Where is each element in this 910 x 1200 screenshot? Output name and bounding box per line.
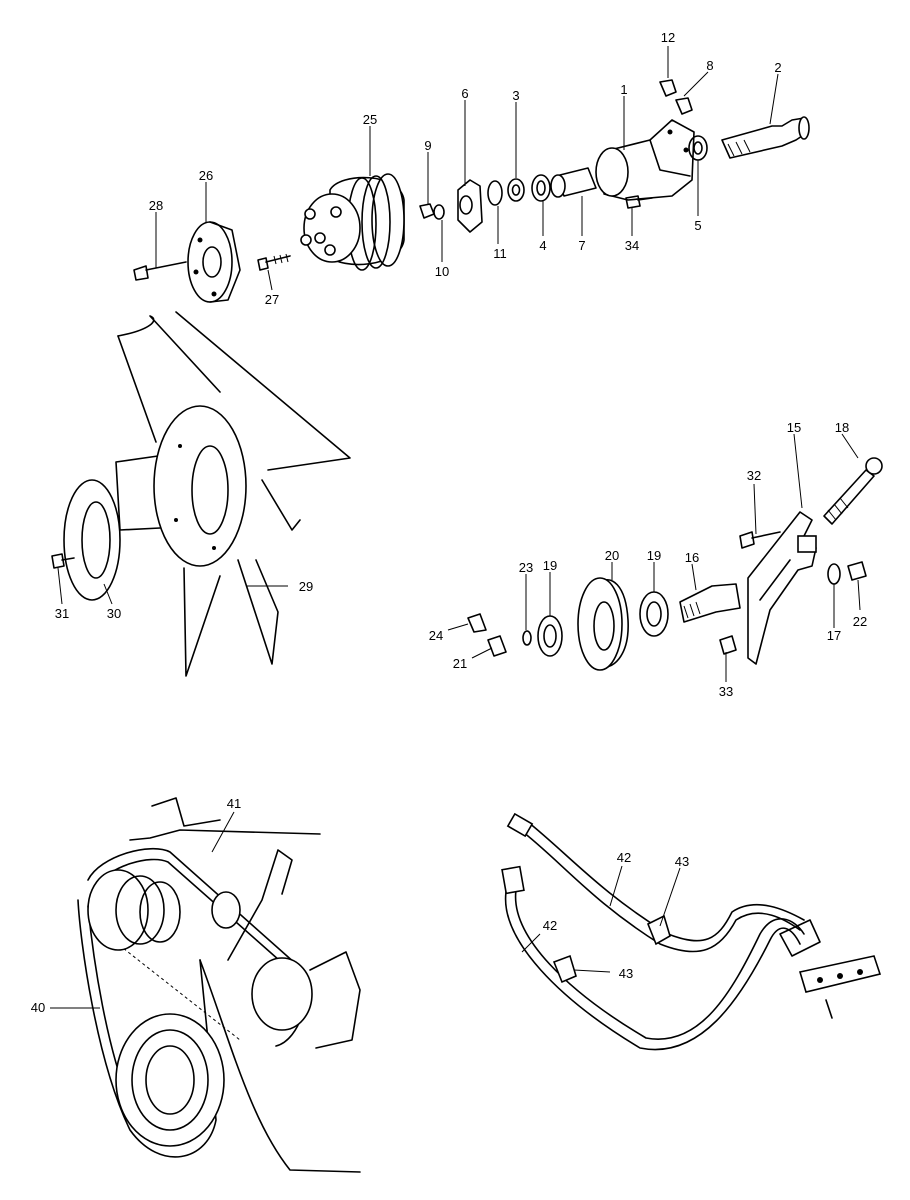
callout-34: 34 <box>625 238 639 253</box>
part-clamp-43a <box>646 914 671 946</box>
part-clamp-43b <box>552 954 577 984</box>
callout-10: 10 <box>435 264 449 279</box>
part-nut-9 <box>419 203 435 219</box>
water-pump-hub-assembly <box>133 79 810 303</box>
callout-29: 29 <box>299 579 313 594</box>
part-washer-23 <box>522 630 532 646</box>
belt-drive-assembly <box>77 797 361 1173</box>
callout-41: 41 <box>227 796 241 811</box>
callout-43b: 43 <box>619 966 633 981</box>
part-pulley-25 <box>300 173 405 271</box>
callout-2: 2 <box>774 60 781 75</box>
callout-18: 18 <box>835 420 849 435</box>
part-bearing-19b <box>639 591 669 637</box>
callout-3: 3 <box>512 88 519 103</box>
part-pin-33 <box>719 635 737 655</box>
callout-30: 30 <box>107 606 121 621</box>
part-nut-12 <box>659 79 677 97</box>
callout-4: 4 <box>539 238 546 253</box>
callout-33: 33 <box>719 684 733 699</box>
callout-20: 20 <box>605 548 619 563</box>
part-bolt-27 <box>257 255 291 271</box>
part-adjusting-bolt <box>823 457 883 525</box>
callout-27: 27 <box>265 292 279 307</box>
part-bearing-19a <box>537 615 563 657</box>
callout-7: 7 <box>578 238 585 253</box>
callout-26: 26 <box>199 168 213 183</box>
part-hose-42-lower <box>501 865 805 1051</box>
callout-31: 31 <box>55 606 69 621</box>
callout-24: 24 <box>429 628 443 643</box>
callout-42b: 42 <box>543 918 557 933</box>
callout-32: 32 <box>747 468 761 483</box>
part-grease-fitting-8 <box>675 97 693 115</box>
hose-connector-block <box>779 919 882 1019</box>
callout-40: 40 <box>31 1000 45 1015</box>
part-fitting-24 <box>467 613 487 633</box>
callout-16: 16 <box>685 550 699 565</box>
part-fan-29 <box>115 311 351 677</box>
callout-9: 9 <box>424 138 431 153</box>
part-housing <box>595 119 695 201</box>
part-spacer-30 <box>63 479 121 601</box>
callout-28: 28 <box>149 198 163 213</box>
callout-19b: 19 <box>647 548 661 563</box>
callout-21: 21 <box>453 656 467 671</box>
callout-42a: 42 <box>617 850 631 865</box>
part-washer-17 <box>827 563 841 585</box>
hose-assembly <box>501 812 882 1051</box>
part-bracket-15 <box>747 511 817 665</box>
part-nut-22 <box>847 561 867 581</box>
part-snap-ring-11 <box>487 180 503 206</box>
callout-22: 22 <box>853 614 867 629</box>
callout-17: 17 <box>827 628 841 643</box>
callout-12: 12 <box>661 30 675 45</box>
callout-8: 8 <box>706 58 713 73</box>
callout-25: 25 <box>363 112 377 127</box>
part-fitting-21 <box>487 635 507 657</box>
part-bolt-28 <box>133 261 187 281</box>
part-hub-26 <box>187 221 241 303</box>
fan-assembly <box>51 311 351 677</box>
idler-assembly <box>467 457 883 671</box>
leader-lines <box>50 46 861 1009</box>
part-idler-shaft <box>679 583 741 623</box>
callout-15: 15 <box>787 420 801 435</box>
callout-6: 6 <box>461 86 468 101</box>
callout-1: 1 <box>620 82 627 97</box>
callout-23: 23 <box>519 560 533 575</box>
part-bolt-32 <box>739 531 781 549</box>
part-flange <box>457 179 483 233</box>
part-hose-42-upper <box>506 812 805 953</box>
part-shaft <box>721 116 810 159</box>
callout-5: 5 <box>694 218 701 233</box>
callout-43a: 43 <box>675 854 689 869</box>
part-bolt-31 <box>51 553 75 569</box>
part-bolt-34 <box>625 195 653 209</box>
callout-19a: 19 <box>543 558 557 573</box>
part-washer-10 <box>433 204 445 220</box>
callout-11: 11 <box>493 246 507 261</box>
callout-labels: 1 2 3 4 5 6 7 8 9 10 11 12 15 16 17 18 1… <box>31 30 867 1015</box>
part-idler-pulley <box>577 577 629 671</box>
